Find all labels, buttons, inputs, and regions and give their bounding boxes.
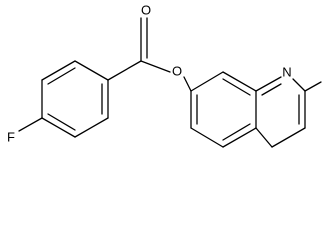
- bond: [18, 117, 43, 132]
- bond: [255, 76, 282, 92]
- nitrogen-label: N: [282, 65, 291, 80]
- bond: [47, 113, 76, 131]
- bond: [304, 81, 322, 92]
- atom-labels: O O N F: [7, 3, 292, 145]
- bond: [47, 67, 76, 85]
- fluorine-label: F: [7, 130, 15, 145]
- bond: [222, 123, 251, 141]
- quinoline-group: [183, 71, 322, 148]
- ester-oxygen-label: O: [172, 64, 182, 79]
- bond: [271, 127, 306, 148]
- bond: [74, 117, 109, 138]
- bond: [183, 76, 192, 92]
- bond: [140, 60, 171, 73]
- carbonyl-oxygen-label: O: [141, 3, 151, 18]
- bond: [222, 127, 257, 148]
- bond: [107, 60, 142, 81]
- bond: [222, 78, 251, 96]
- bond: [190, 127, 224, 148]
- fluorobenzoyl-group: [18, 17, 171, 138]
- bond: [41, 60, 76, 81]
- chemical-structure-diagram: O O N F: [7, 3, 322, 148]
- bond: [74, 60, 109, 81]
- bond: [41, 117, 76, 138]
- bond: [292, 78, 306, 92]
- bond: [222, 71, 257, 92]
- bond: [255, 127, 273, 148]
- bond: [190, 71, 224, 92]
- bond: [261, 83, 282, 96]
